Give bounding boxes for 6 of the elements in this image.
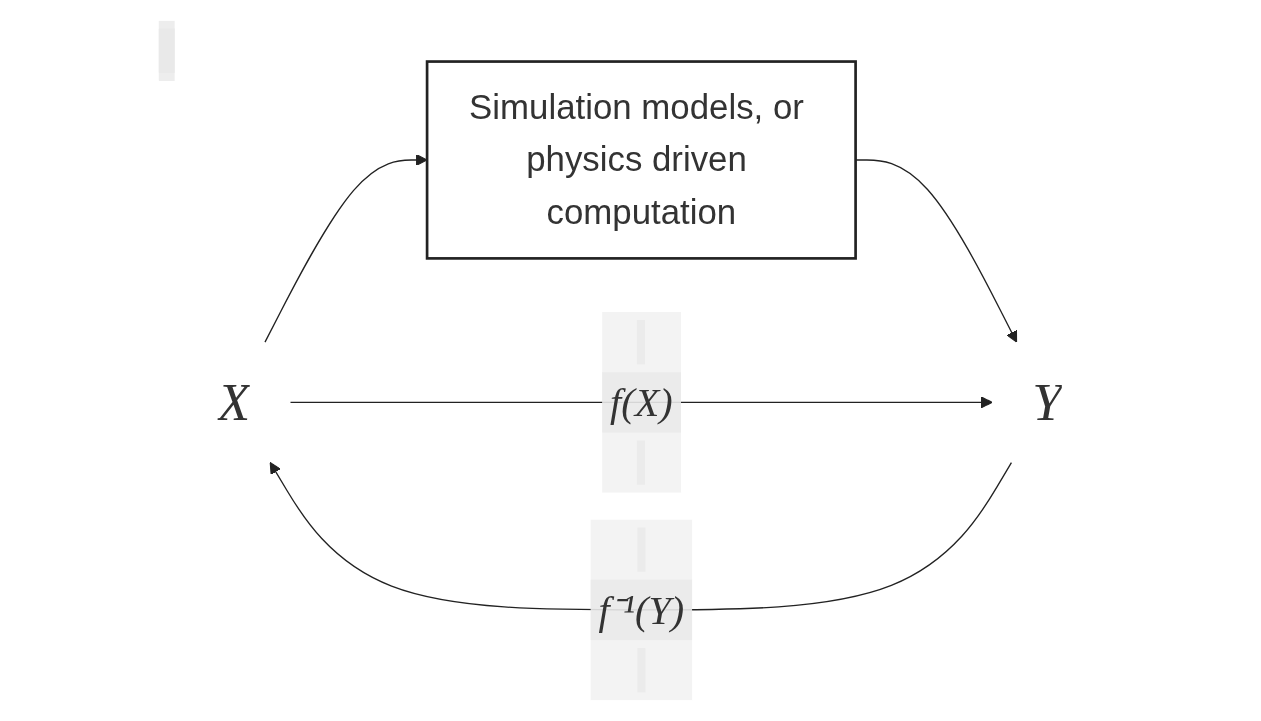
arrow (264, 154, 428, 343)
node-box: Simulation models, or physics driven computation (425, 60, 857, 260)
node-text: X (217, 371, 251, 432)
edge-label: f⁻¹(Y) (598, 587, 685, 632)
node-text: Y (1032, 371, 1063, 432)
edge-label: f(X) (610, 380, 673, 425)
